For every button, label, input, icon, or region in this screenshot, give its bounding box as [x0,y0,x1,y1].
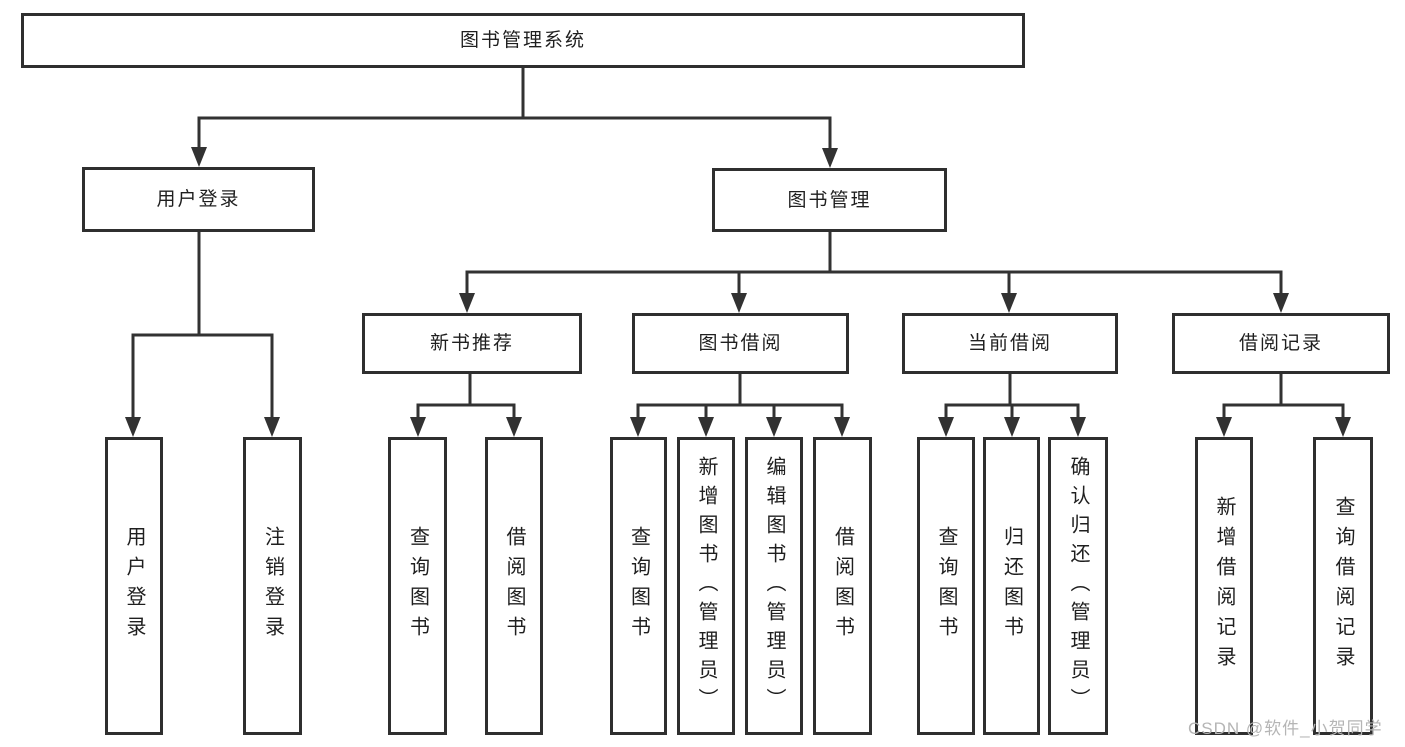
leaf-edit-books-admin: 编辑图书（管理员） [745,437,803,735]
leaf-recommend-query-books: 查询图书 [388,437,447,735]
leaf-borrowing-query-books-label: 查询图书 [627,526,650,646]
node-current-borrowing-label: 当前借阅 [967,333,1052,354]
leaf-recommend-borrow-books-label: 借阅图书 [503,526,525,646]
leaf-recommend-borrow-books: 借阅图书 [485,437,543,735]
node-book-management: 图书管理 [712,168,947,232]
node-root-system: 图书管理系统 [21,13,1025,68]
node-borrowing-records-label: 借阅记录 [1238,333,1323,354]
leaf-borrow-books: 借阅图书 [813,437,872,735]
watermark: CSDN @软件_小贺同学 [1188,719,1383,738]
leaf-user-login: 用户登录 [105,437,163,735]
node-new-book-recommend-label: 新书推荐 [429,333,514,354]
node-book-management-label: 图书管理 [787,189,872,211]
leaf-current-query-books: 查询图书 [917,437,975,735]
leaf-add-borrow-record: 新增借阅记录 [1195,437,1253,735]
leaf-query-borrow-record: 查询借阅记录 [1313,437,1373,735]
leaf-confirm-return-admin-label: 确认归还（管理员） [1067,455,1089,717]
leaf-return-books-label: 归还图书 [1000,526,1023,646]
leaf-query-borrow-record-label: 查询借阅记录 [1332,496,1354,676]
node-new-book-recommend: 新书推荐 [362,313,582,374]
leaf-user-login-label: 用户登录 [123,526,145,646]
node-root-system-label: 图书管理系统 [459,30,586,51]
leaf-add-books-admin: 新增图书（管理员） [677,437,735,735]
leaf-logout-label: 注销登录 [261,526,284,646]
leaf-current-query-books-label: 查询图书 [935,526,957,646]
node-borrowing-records: 借阅记录 [1172,313,1390,374]
leaf-recommend-query-books-label: 查询图书 [406,526,429,646]
leaf-borrow-books-label: 借阅图书 [831,526,854,646]
node-book-borrowing-label: 图书借阅 [698,333,783,354]
node-book-borrowing: 图书借阅 [632,313,849,374]
node-user-login: 用户登录 [82,167,315,232]
leaf-add-borrow-record-label: 新增借阅记录 [1213,496,1235,676]
node-current-borrowing: 当前借阅 [902,313,1118,374]
node-user-login-label: 用户登录 [156,189,241,210]
leaf-borrowing-query-books: 查询图书 [610,437,667,735]
leaf-return-books: 归还图书 [983,437,1040,735]
leaf-logout: 注销登录 [243,437,302,735]
leaf-edit-books-admin-label: 编辑图书（管理员） [763,455,785,717]
leaf-add-books-admin-label: 新增图书（管理员） [695,455,717,717]
leaf-confirm-return-admin: 确认归还（管理员） [1048,437,1108,735]
